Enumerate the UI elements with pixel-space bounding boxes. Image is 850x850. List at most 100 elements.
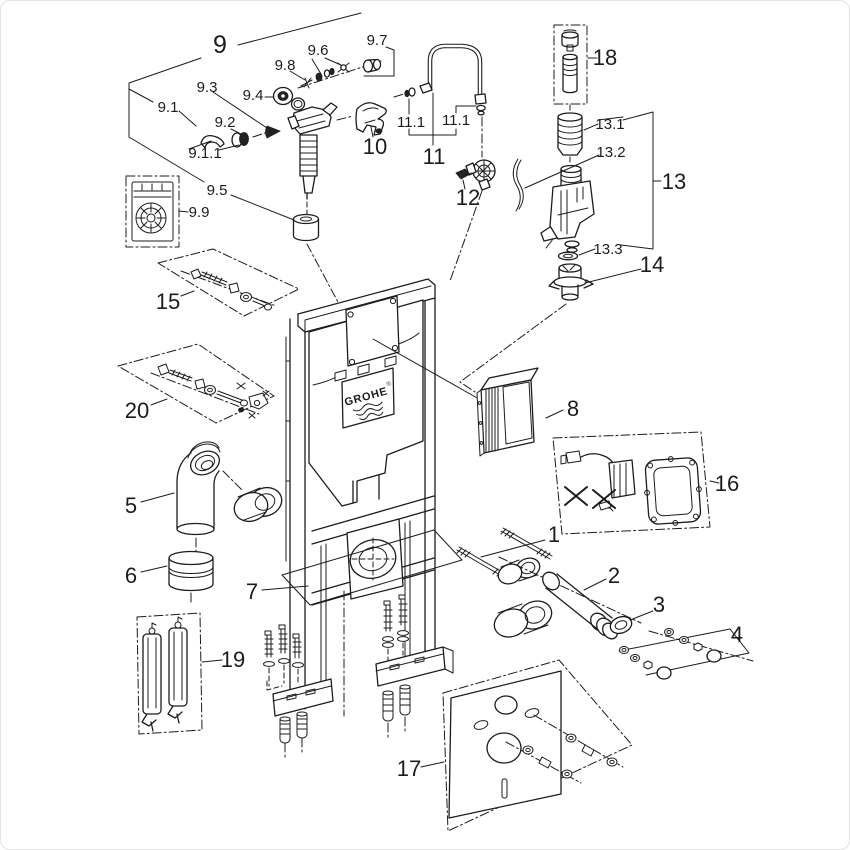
part-label-8: 8 [567, 396, 579, 421]
callout-6: 6 [125, 563, 168, 588]
fill-valve-body [287, 102, 354, 215]
frame-foot-right [375, 646, 454, 687]
callout-9-2: 9.2 [215, 114, 242, 135]
callout-10: 10 [363, 126, 387, 159]
part-label-9-2: 9.2 [215, 114, 236, 131]
angle-valve [449, 159, 496, 282]
part-label-9-5: 9.5 [207, 182, 228, 199]
cartridge-18-box [553, 24, 588, 115]
registered-mark: ® [386, 380, 393, 388]
valve-seat-14 [459, 263, 594, 393]
callout-13-2: 13.2 [596, 144, 625, 161]
brass-bushing [292, 213, 320, 242]
float-cylinder-13-1 [557, 112, 583, 166]
fastener-set-4 [618, 628, 750, 680]
callout-9-6: 9.6 [308, 42, 342, 75]
callout-9-3: 9.3 [197, 79, 268, 129]
part-label-14: 14 [640, 252, 664, 277]
part-label-9-9: 9.9 [189, 204, 210, 221]
callout-3: 3 [629, 592, 665, 621]
float-lever [200, 135, 225, 149]
flush-bend-housing [346, 518, 404, 600]
callout-9-9: 9.9 [178, 204, 210, 221]
fastening-set-15 [157, 248, 300, 317]
callout-4: 4 [731, 622, 743, 647]
part-label-12: 12 [456, 185, 480, 210]
callout-9-7: 9.7 [363, 32, 395, 77]
callout-19: 19 [201, 647, 245, 672]
wall-plugs-right [382, 684, 411, 738]
part-label-7: 7 [246, 579, 258, 604]
callout-9-1-1: 9.1.1 [188, 140, 240, 162]
part-label-9-8: 9.8 [275, 57, 296, 74]
anchor-bolts-left [263, 624, 304, 691]
cistern-clip [334, 355, 397, 382]
installation-frame: GROHE ® [263, 278, 480, 758]
part-label-16: 16 [715, 471, 739, 496]
seal-washer-13-3 [557, 251, 579, 261]
callout-11-1-left: 11.1 [397, 98, 457, 136]
outlet-elbow-5 [176, 441, 283, 553]
part-label-13-2: 13.2 [596, 144, 625, 161]
callout-1: 1 [480, 522, 560, 558]
callout-11-1-right: 11.1 [442, 105, 477, 129]
part-label-11: 11 [423, 144, 446, 169]
callout-14: 14 [640, 252, 664, 277]
tank-grommet [272, 86, 306, 111]
wall-brackets-19-box [136, 612, 203, 735]
part-label-15: 15 [156, 289, 180, 314]
part-label-13-3: 13.3 [593, 241, 622, 258]
part-label-4: 4 [731, 622, 743, 647]
callout-12: 12 [456, 179, 480, 210]
pneumatic-actuation-box [476, 367, 539, 457]
part-label-9: 9 [213, 31, 227, 59]
extension-sleeve-6 [168, 550, 214, 606]
part-label-18: 18 [593, 45, 617, 70]
callout-8: 8 [545, 396, 579, 421]
frame-ref-box-7 [281, 529, 463, 606]
service-pack-box [125, 175, 180, 248]
callout-17: 17 [397, 756, 445, 781]
callout-9-4: 9.4 [243, 87, 275, 104]
part-label-9-3: 9.3 [197, 79, 218, 96]
callout-13-3: 13.3 [593, 241, 622, 258]
part-label-11-1-right: 11.1 [442, 112, 470, 129]
part-label-9-1-1: 9.1.1 [188, 145, 221, 162]
supply-hose [393, 43, 487, 158]
callout-9: 9 [213, 31, 227, 59]
callout-labels: 9 9.1 9.2 9.3 9.4 9.1.1 9.5 9.6 9.7 [125, 31, 743, 781]
callout-11: 11 [423, 92, 446, 169]
group-9-outline [128, 12, 362, 221]
flush-valve-body-13 [540, 164, 595, 253]
part-label-9-6: 9.6 [308, 42, 329, 59]
adjustment-knob [231, 132, 266, 148]
grohe-logo-plate: GROHE ® [341, 367, 395, 429]
part-label-10: 10 [363, 134, 387, 159]
part-label-9-7: 9.7 [367, 32, 388, 49]
sound-insulation-17-box [442, 659, 633, 832]
callout-9-1: 9.1 [128, 88, 197, 127]
part-label-2: 2 [608, 563, 620, 588]
callout-13-1: 13.1 [595, 116, 624, 133]
part-label-1: 1 [548, 522, 560, 547]
overflow-wire-13-2 [512, 158, 524, 212]
screw-set-row [297, 58, 382, 89]
bracket-13 [524, 57, 662, 284]
callout-9-5: 9.5 [207, 182, 228, 199]
callout-5: 5 [125, 492, 175, 518]
part-label-6: 6 [125, 563, 137, 588]
lip-seal-3 [609, 615, 633, 635]
anchor-bolts-right [382, 594, 409, 662]
callout-13: 13 [662, 169, 686, 194]
callout-20: 20 [125, 398, 168, 423]
part-label-17: 17 [397, 756, 421, 781]
part-label-5: 5 [125, 493, 137, 518]
part-label-9-1: 9.1 [158, 99, 179, 116]
part-label-3: 3 [653, 592, 665, 617]
part-label-20: 20 [125, 398, 149, 423]
assembly-guides [306, 243, 340, 305]
flush-clamp-hook [355, 102, 387, 136]
fastening-set-20 [117, 343, 275, 424]
wall-plugs-left [279, 711, 308, 758]
